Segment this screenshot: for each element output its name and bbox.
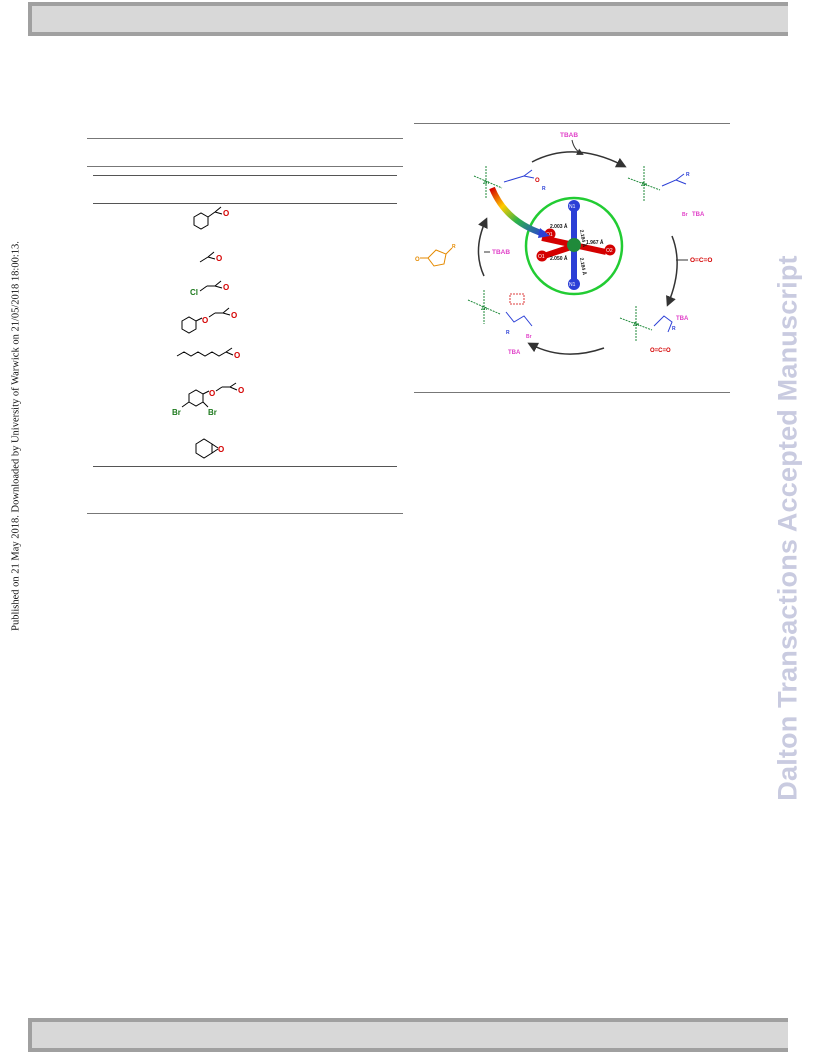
- atom-label-o1-left: O1: [546, 232, 553, 238]
- cycle-arrow-left: [477, 217, 488, 277]
- complex-lower-right: Zn: [619, 306, 653, 342]
- svg-text:Zn: Zn: [641, 182, 647, 188]
- rainbow-arrow: [489, 186, 545, 237]
- r-label-2: R: [686, 172, 690, 178]
- svg-text:Zn: Zn: [483, 180, 489, 186]
- svg-text:O: O: [231, 311, 237, 320]
- r-label-1: R: [542, 186, 546, 192]
- tbab-top-label: TBAB: [560, 132, 578, 139]
- bond-length-2: 2.184 Å: [578, 229, 588, 248]
- table-top-rule: [87, 138, 403, 139]
- svg-text:O: O: [209, 389, 215, 398]
- dibromophenyl-glycidyl-ether-structure: O O Br Br: [172, 382, 244, 417]
- svg-text:O: O: [218, 445, 224, 454]
- complex-top-right: Zn: [627, 166, 661, 202]
- svg-text:Zn: Zn: [633, 322, 639, 328]
- table-end-rule: [93, 466, 397, 467]
- br-label-1: Br: [682, 212, 688, 218]
- svg-text:O: O: [234, 351, 240, 360]
- br-label-2: Br: [526, 334, 532, 340]
- styrene-oxide-structure: O: [193, 206, 229, 230]
- r-label-5: R: [452, 244, 456, 250]
- tba-right-label: TBA: [692, 212, 705, 218]
- central-complex-circle: [524, 196, 624, 296]
- bromo-right-label: Br: [208, 408, 217, 417]
- svg-text:O: O: [223, 209, 229, 218]
- atom-label-o2: O2: [606, 248, 613, 254]
- svg-text:O: O: [223, 283, 229, 292]
- epichlorohydrin-structure: Cl O: [190, 280, 229, 297]
- cyclic-carbonate-product: O R: [415, 244, 456, 267]
- svg-text:O: O: [216, 254, 222, 263]
- atom-label-n1-bottom: N1: [569, 282, 576, 288]
- chloro-label: Cl: [190, 288, 198, 297]
- cycle-arrow-right: [666, 235, 678, 307]
- bond-length-5: 2.184 Å: [578, 257, 588, 276]
- bond-length-4: 2.050 Å: [550, 255, 568, 262]
- tbab-left-label: TBAB: [492, 249, 510, 256]
- co2-right-label: O=C=O: [690, 257, 712, 264]
- publication-side-note-text: Published on 21 May 2018. Downloaded by …: [10, 241, 22, 631]
- co2-bottom-label: O=C=O: [650, 348, 671, 354]
- svg-text:O: O: [202, 316, 208, 325]
- atom-label-n1-top: N1: [569, 204, 576, 210]
- cyclohexene-oxide-structure: O: [195, 438, 224, 459]
- svg-text:O: O: [238, 386, 244, 395]
- cycle-arrow-top: [531, 151, 627, 168]
- bromo-left-label: Br: [172, 408, 181, 417]
- bond-length-1: 2.003 Å: [550, 223, 568, 230]
- table-body-rule: [93, 203, 397, 204]
- scheme-top-rule: [414, 123, 730, 124]
- complex-top-left: Zn: [473, 166, 503, 198]
- octene-oxide-structure: O: [176, 347, 240, 360]
- r-label-3: R: [672, 326, 676, 332]
- svg-text:Zn: Zn: [481, 306, 487, 312]
- table-subheader-rule: [93, 175, 397, 176]
- watermark-text: Dalton Transactions Accepted Manuscript: [772, 255, 803, 801]
- table-bottom-rule: [87, 513, 403, 514]
- scheme-bottom-rule: [414, 392, 730, 393]
- complex-lower-left: Zn: [467, 290, 501, 324]
- tba-lower-right-label: TBA: [676, 316, 689, 322]
- page-header-bar: [28, 2, 788, 36]
- svg-text:O: O: [415, 257, 420, 263]
- atom-label-o1-lower: O1: [538, 254, 545, 260]
- catalytic-cycle-scheme: TBAB O=C=O TBAB N1 N1 O1 O1 O2 2.003 Å 2…: [415, 132, 712, 356]
- r-label-4: R: [506, 330, 510, 336]
- tba-lower-left-label: TBA: [508, 350, 521, 356]
- phenyl-glycidyl-ether-structure: O O: [181, 307, 237, 334]
- propylene-oxide-structure: O: [199, 251, 222, 263]
- table-header-rule: [87, 166, 403, 167]
- page-footer-bar: [28, 1018, 788, 1052]
- svg-text:O: O: [535, 178, 540, 184]
- bond-length-3: 1.967 Å: [586, 239, 604, 246]
- cycle-arrow-bottom: [527, 342, 605, 355]
